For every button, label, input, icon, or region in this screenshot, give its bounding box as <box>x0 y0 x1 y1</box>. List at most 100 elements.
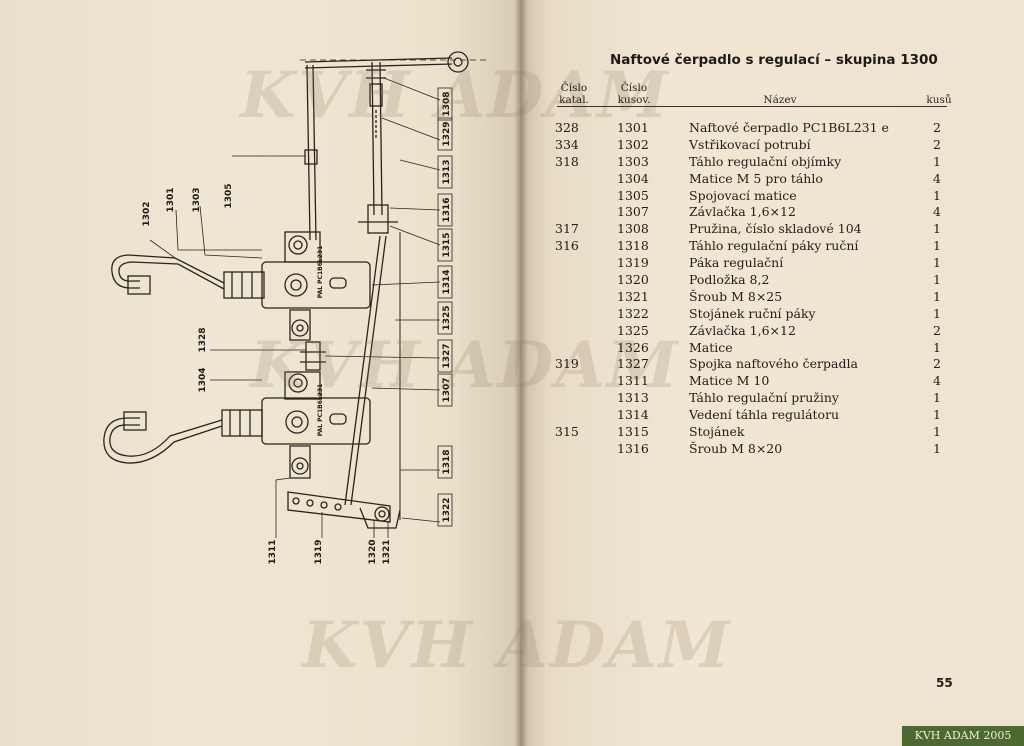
part-name: Táhlo regulační páky ruční <box>689 238 859 254</box>
quantity: 1 <box>933 407 941 423</box>
part-number: 1311 <box>617 373 649 389</box>
callout-1305: 1305 <box>224 183 234 208</box>
callout-1302: 1302 <box>142 201 152 226</box>
callout-1303: 1303 <box>192 187 202 212</box>
part-name: Matice M 10 <box>689 373 770 389</box>
quantity: 2 <box>933 356 941 372</box>
callout-1307: 1307 <box>442 377 452 402</box>
quantity: 2 <box>933 136 941 152</box>
part-number: 1321 <box>617 288 649 304</box>
book-gutter <box>514 0 528 746</box>
quantity: 1 <box>933 221 941 237</box>
callout-1308: 1308 <box>442 91 452 116</box>
pump-plate-upper: PAL PC1B6L231 <box>317 246 324 298</box>
callout-1325: 1325 <box>442 305 452 330</box>
part-name: Stojánek ruční páky <box>689 305 816 321</box>
part-name: Vstřikovací potrubí <box>689 136 811 152</box>
part-name: Matice M 5 pro táhlo <box>689 170 823 186</box>
part-number: 1322 <box>617 305 649 321</box>
callout-1304: 1304 <box>198 367 208 392</box>
quantity: 2 <box>933 322 941 338</box>
page-number: 55 <box>936 676 953 690</box>
part-name: Matice <box>689 339 733 355</box>
table-row: 334 1302 Vstřikovací potrubí 2 <box>540 137 960 154</box>
quantity: 1 <box>933 288 941 304</box>
page-title: Naftové čerpadlo s regulací – skupina 13… <box>610 52 938 68</box>
part-name: Šroub M 8×25 <box>689 288 783 304</box>
part-name: Závlačka 1,6×12 <box>689 204 796 220</box>
quantity: 1 <box>933 272 941 288</box>
part-number: 1316 <box>617 440 649 456</box>
left-page <box>0 0 520 746</box>
callout-1316: 1316 <box>442 197 452 222</box>
pump-assembly-drawing: 1308 1329 1313 1316 1315 1314 1325 1327 … <box>103 51 490 565</box>
part-number: 1301 <box>617 120 649 135</box>
callout-1329: 1329 <box>442 121 452 146</box>
part-name: Závlačka 1,6×12 <box>689 322 796 338</box>
callout-1321: 1321 <box>382 539 392 564</box>
pump-plates: PAL PC1B6L231 PAL PC1B6L231 <box>317 246 324 436</box>
credit-stamp: KVH ADAM 2005 <box>902 726 1024 746</box>
callout-1320: 1320 <box>368 539 378 564</box>
header-rule <box>557 106 947 107</box>
part-name: Naftové čerpadlo PC1B6L231 e <box>689 120 889 135</box>
part-number: 1304 <box>617 170 649 186</box>
callout-1315: 1315 <box>442 232 452 257</box>
quantity: 1 <box>933 153 941 169</box>
right-page <box>520 0 1024 746</box>
part-number: 1326 <box>617 339 649 355</box>
callout-1314: 1314 <box>442 269 452 294</box>
catalog-number: 317 <box>555 221 579 237</box>
part-number: 1302 <box>617 136 649 152</box>
catalog-number: 334 <box>555 136 579 152</box>
quantity: 1 <box>933 390 941 406</box>
quantity: 1 <box>933 440 941 456</box>
part-name: Pružina, číslo skladové 104 <box>689 221 862 237</box>
callout-1313: 1313 <box>442 159 452 184</box>
table-row: 1326 Matice 1 <box>540 340 960 357</box>
part-name: Páka regulační <box>689 255 784 271</box>
watermark-middle: KVH ADAM <box>250 328 680 403</box>
quantity: 2 <box>933 120 941 135</box>
right-callouts: 1308 1329 1313 1316 1315 1314 1325 1327 … <box>437 87 453 527</box>
catalog-number: 316 <box>555 238 579 254</box>
table-row: 1319 Páka regulační 1 <box>540 255 960 272</box>
quantity: 1 <box>933 424 941 440</box>
callout-1319: 1319 <box>314 539 324 564</box>
part-name: Vedení táhla regulátoru <box>689 407 840 423</box>
callout-1327: 1327 <box>442 343 452 368</box>
part-number: 1320 <box>617 272 649 288</box>
part-number: 1307 <box>617 204 649 220</box>
table-row: 1321 Šroub M 8×25 1 <box>540 289 960 306</box>
callout-1322: 1322 <box>442 497 452 522</box>
catalog-number: 315 <box>555 424 579 440</box>
part-name: Šroub M 8×20 <box>689 440 783 456</box>
quantity: 1 <box>933 255 941 271</box>
part-number: 1313 <box>617 390 649 406</box>
part-number: 1319 <box>617 255 649 271</box>
part-number: 1318 <box>617 238 649 254</box>
header-quantity: kusů <box>926 94 952 106</box>
watermark-top: KVH ADAM <box>240 58 670 133</box>
mid-left-callouts: 1328 1304 <box>198 327 208 392</box>
quantity: 1 <box>933 339 941 355</box>
catalog-number: 318 <box>555 153 579 169</box>
part-name: Stojánek <box>689 424 745 440</box>
